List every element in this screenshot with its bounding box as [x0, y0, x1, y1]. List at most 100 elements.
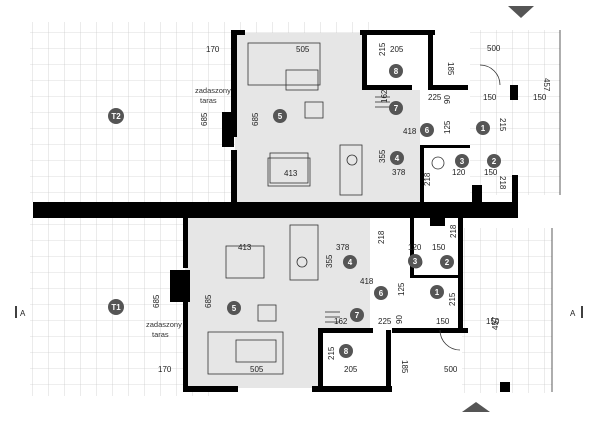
lower-door-swing — [439, 329, 461, 351]
lower-room-number-2: 7 — [355, 311, 360, 320]
lower-room-number-3: 6 — [379, 289, 384, 298]
upper-room-marker-5 — [390, 151, 404, 165]
upper-toilet — [431, 156, 445, 170]
lower-dim-125: 125 — [397, 282, 406, 296]
upper-room-number-4: 1 — [481, 124, 486, 133]
section-mark-right: A — [570, 309, 576, 318]
wall-lower-store-top — [318, 328, 373, 333]
upper-room-marker-4 — [476, 121, 490, 135]
upper-dim-162: 162 — [380, 89, 389, 103]
upper-room-marker-0 — [273, 109, 287, 123]
walls — [33, 30, 518, 392]
lower-room-number-5: 4 — [348, 258, 353, 267]
upper-dim-215a: 215 — [378, 42, 387, 56]
wall-upper-tile — [472, 185, 482, 203]
upper-kitchen-counter — [339, 144, 363, 196]
upper-dim-150c: 150 — [484, 168, 498, 177]
wall-lower-bottom — [183, 386, 238, 392]
lower-terrace-label-2: taras — [152, 330, 169, 339]
wall-upper-left — [231, 33, 237, 137]
upper-dim-457: 457 — [542, 78, 551, 92]
upper-door-swing — [479, 64, 501, 86]
terrace-grid-lower-right — [462, 228, 552, 393]
upper-dim-505: 505 — [296, 45, 310, 54]
upper-room-number-6: 3 — [460, 157, 465, 166]
upper-room-number-0: 5 — [278, 112, 283, 121]
upper-dim-418: 418 — [403, 127, 417, 136]
terrace-grid-upper-top — [235, 22, 375, 34]
lower-dim-685b: 685 — [204, 294, 213, 308]
lower-room-number-0: 5 — [232, 304, 237, 313]
lower-room-marker-terrace — [108, 299, 124, 315]
lower-sofa — [207, 331, 284, 375]
wall-upper-store-right — [428, 33, 433, 85]
upper-room-number-7: 2 — [492, 157, 497, 166]
upper-dim-500: 500 — [487, 44, 501, 53]
upper-room-marker-terrace — [108, 108, 124, 124]
wall-lower-left — [183, 218, 188, 268]
upper-dim-150a: 150 — [483, 93, 497, 102]
upper-room-marker-7 — [487, 154, 501, 168]
wall-upper-top-b — [360, 30, 435, 35]
fixture-lines — [207, 30, 561, 392]
upper-sofa — [247, 42, 321, 86]
upper-dim-225: 225 — [428, 93, 442, 102]
lower-dim-218a: 218 — [377, 230, 386, 244]
upper-dim-685a: 685 — [200, 112, 209, 126]
wall-lower-bath — [410, 218, 414, 278]
upper-dim-218a: 218 — [423, 172, 432, 186]
lower-dim-162: 162 — [334, 317, 348, 326]
wall-lower-right — [458, 218, 463, 330]
upper-dim-205: 205 — [390, 45, 404, 54]
upper-terrace-label-1: zadaszony — [195, 86, 231, 95]
lower-room-marker-5 — [343, 255, 357, 269]
lower-room-number-6: 3 — [413, 257, 418, 266]
wall-upper-top-a — [231, 30, 245, 35]
wall-lower-corner — [500, 382, 510, 392]
lower-dim-505: 505 — [250, 365, 264, 374]
upper-dim-185: 185 — [446, 62, 455, 76]
floor-areas — [185, 33, 420, 388]
wall-upper-entry-top — [428, 85, 468, 90]
wall-upper-left-low — [231, 150, 237, 205]
upper-dim-218b: 218 — [498, 176, 507, 190]
wall-upper-wc-top — [420, 145, 470, 148]
lower-dim-225: 225 — [378, 317, 392, 326]
upper-room-marker-3 — [420, 123, 434, 137]
upper-dim-355: 355 — [378, 149, 387, 163]
upper-cooktop — [346, 154, 358, 166]
upper-room-number-terrace: T2 — [111, 112, 121, 121]
wall-lower-entry-r — [458, 328, 468, 333]
lower-room-number-7: 2 — [445, 258, 450, 267]
upper-dim-413: 413 — [284, 169, 298, 178]
wall-lower-entry — [392, 328, 462, 333]
lower-dim-170: 170 — [158, 365, 172, 374]
upper-dim-378: 378 — [392, 168, 406, 177]
upper-dim-125: 125 — [443, 120, 452, 134]
lower-island — [235, 339, 277, 363]
upper-dimensions: 170 505 205 500 185 457 215 685 685 162 … — [200, 42, 551, 190]
lower-room-number-terrace: T1 — [111, 303, 121, 312]
upper-dining-table — [269, 152, 309, 184]
lower-room-marker-6 — [408, 254, 422, 268]
lower-dim-205: 205 — [344, 365, 358, 374]
wall-upper-fire — [222, 112, 234, 147]
lower-armchair — [257, 304, 277, 322]
terrace-grid-upper-left — [30, 22, 235, 202]
upper-room-number-2: 7 — [394, 104, 399, 113]
lower-dining-table — [225, 245, 265, 279]
lower-dim-150c: 150 — [486, 317, 500, 326]
north-arrow-bottom-icon — [462, 402, 490, 412]
upper-armchair — [304, 101, 324, 119]
lower-dim-418: 418 — [360, 277, 374, 286]
lower-room-marker-1 — [339, 344, 353, 358]
lower-room-marker-4 — [430, 285, 444, 299]
lower-cooktop — [296, 256, 308, 268]
lower-dim-218b: 218 — [449, 224, 458, 238]
floor-lower-hall — [320, 218, 370, 328]
lower-dim-150a: 150 — [432, 243, 446, 252]
upper-room-marker-2 — [389, 101, 403, 115]
lower-dim-215b: 215 — [327, 346, 336, 360]
